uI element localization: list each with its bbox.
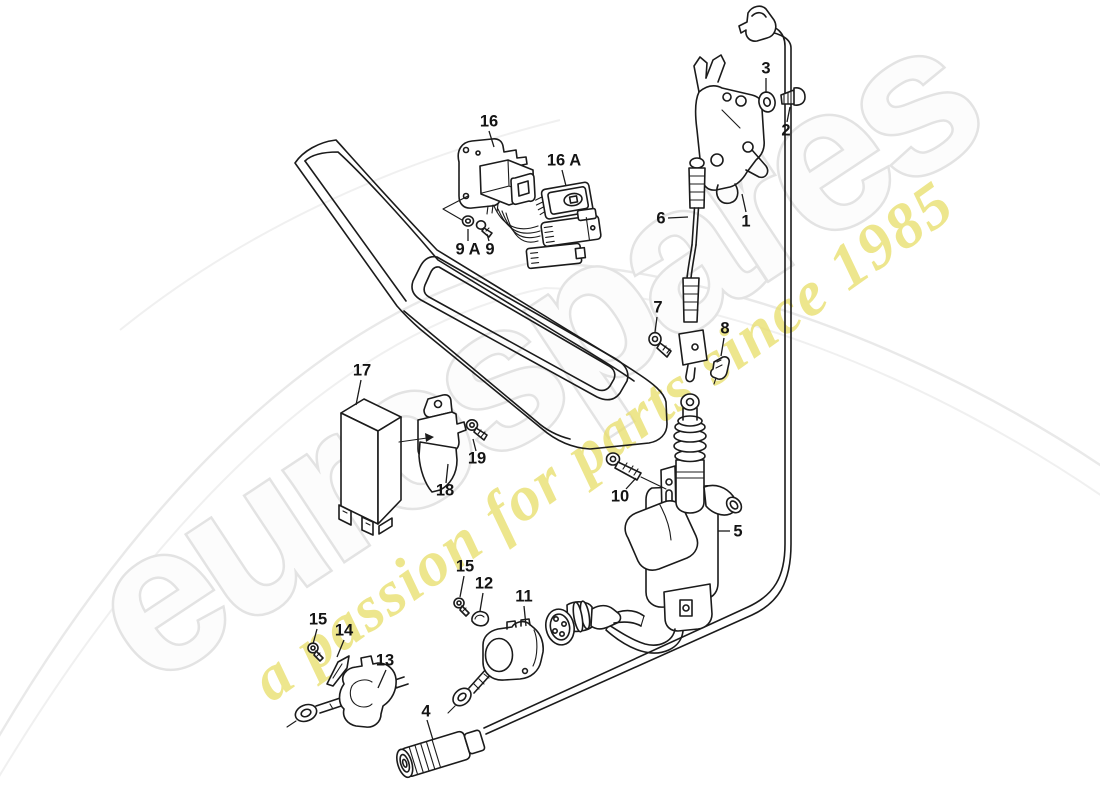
part-label-7[interactable]: 7 [653, 298, 663, 333]
part-label-16[interactable]: 16 [480, 112, 498, 148]
part-label-2[interactable]: 2 [781, 106, 791, 139]
console-switch [457, 138, 536, 215]
part-number-text[interactable]: 9 [485, 240, 494, 258]
part-number-text[interactable]: 6 [656, 209, 665, 227]
part-number-text[interactable]: 15 [309, 610, 327, 628]
leader-line [654, 316, 658, 333]
wedge-14 [326, 655, 350, 687]
part-label-6[interactable]: 6 [656, 209, 689, 227]
diagram-line-art [286, 5, 806, 779]
nut-9a [461, 215, 475, 227]
screw-10 [605, 452, 667, 490]
harness-connector-small [525, 242, 587, 270]
pointer-lines-9 [442, 195, 469, 221]
relay-bracket [417, 394, 467, 493]
screw-2 [780, 87, 806, 106]
leader-line [741, 193, 747, 213]
harness-connector-large [540, 207, 602, 248]
part-label-3[interactable]: 3 [761, 59, 771, 93]
screw-9 [475, 220, 493, 238]
part-number-text[interactable]: 4 [421, 702, 431, 720]
part-number-text[interactable]: 3 [761, 59, 770, 77]
leader-line [336, 639, 345, 658]
round-connector [545, 600, 645, 646]
washer [758, 91, 776, 113]
leader-line [312, 628, 318, 645]
clamp-13 [338, 655, 397, 728]
part-label-9a[interactable]: 9 A [455, 229, 481, 258]
leader-line [377, 669, 387, 689]
arrow-relay-to-bracket [398, 433, 434, 443]
part-number-text[interactable]: 9 A [455, 240, 480, 258]
leader-line [667, 216, 689, 219]
lock-latch [693, 54, 769, 205]
leader-line [486, 233, 490, 242]
leader-line [523, 605, 527, 627]
leader-line [355, 379, 362, 406]
part-number-text[interactable]: 14 [335, 621, 354, 639]
watermark-brand: eurospares [48, 0, 1014, 726]
leader-line [445, 463, 449, 484]
leader-line [786, 106, 791, 123]
ring-switch [482, 618, 544, 681]
leader-line [720, 337, 725, 357]
leader-line [472, 438, 477, 452]
part-label-17[interactable]: 17 [353, 361, 371, 406]
part-label-13[interactable]: 13 [376, 651, 394, 689]
part-number-text[interactable]: 8 [720, 319, 729, 337]
part-label-16a[interactable]: 16 A [547, 151, 581, 187]
leader-line [488, 130, 495, 148]
clip-12 [471, 610, 490, 627]
part-number-text[interactable]: 19 [468, 449, 486, 467]
part-label-10[interactable]: 10 [611, 477, 637, 505]
screw-19 [465, 418, 488, 441]
part-number-text[interactable]: 15 [456, 557, 474, 575]
leader-line [459, 575, 465, 598]
leader-line [625, 477, 637, 490]
part-number-text[interactable]: 16 [480, 112, 498, 130]
relay [338, 398, 402, 536]
part-number-text[interactable]: 18 [436, 481, 454, 499]
part-label-12[interactable]: 12 [475, 574, 493, 612]
clip-8 [709, 356, 730, 385]
part-number-text[interactable]: 17 [353, 361, 371, 379]
part-label-1[interactable]: 1 [741, 193, 751, 230]
part-label-15[interactable]: 15 [456, 557, 474, 598]
cable-connector-4 [396, 729, 486, 779]
part-number-text[interactable]: 12 [475, 574, 493, 592]
leader-line [479, 592, 484, 612]
part-number-text[interactable]: 16 A [547, 151, 581, 169]
part-label-15[interactable]: 15 [309, 610, 327, 645]
leader-line [426, 719, 434, 741]
part-label-18[interactable]: 18 [436, 463, 454, 499]
part-number-text[interactable]: 13 [376, 651, 394, 669]
part-number-text[interactable]: 1 [741, 212, 750, 230]
part-number-text[interactable]: 10 [611, 487, 629, 505]
part-number-text[interactable]: 5 [733, 522, 742, 540]
part-label-19[interactable]: 19 [468, 438, 486, 467]
part-label-9[interactable]: 9 [485, 233, 495, 258]
cable-clip-top [738, 5, 777, 42]
actuator [605, 393, 743, 654]
latch-cable [678, 157, 708, 383]
screw-7 [648, 331, 672, 358]
part-label-5[interactable]: 5 [718, 522, 743, 540]
leader-line [561, 169, 567, 187]
rod-11 [447, 667, 493, 714]
part-number-text[interactable]: 2 [781, 121, 790, 139]
center-console [294, 139, 668, 450]
part-number-text[interactable]: 7 [653, 298, 662, 316]
part-number-text[interactable]: 11 [515, 587, 532, 605]
switch-harness [493, 205, 541, 243]
part-label-8[interactable]: 8 [720, 319, 730, 357]
part-label-14[interactable]: 14 [335, 621, 354, 658]
screw-15-top [453, 597, 470, 617]
part-label-4[interactable]: 4 [421, 702, 434, 741]
part-label-11[interactable]: 11 [515, 587, 533, 627]
